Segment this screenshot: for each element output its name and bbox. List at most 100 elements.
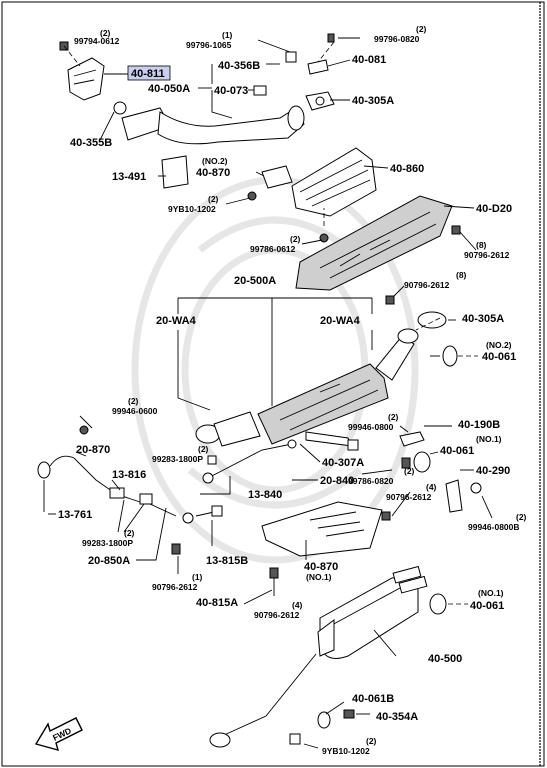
callout-99796-0820-qty: (2) [416,24,427,34]
callout-99786-0820-qty: (2) [404,466,415,476]
callout-40-061-no2-qty: (NO.2) [486,340,512,350]
callout-9YB10-1202-bot-qty: (2) [366,736,377,746]
hose-13-815B-part [149,503,223,555]
callout-40-870-no1: 40-870 [304,561,338,573]
muffler-40-500-part [209,565,447,748]
callout-40-061-no1a-qty: (NO.1) [476,434,502,444]
callout-90796-2612-c-qty: (4) [426,482,437,492]
callout-99946-0600: 99946-0600 [112,406,158,416]
callout-40-073: 40-073 [214,85,248,97]
converter-pipe-20-500A-part [195,328,419,447]
callout-90796-2612-e: 90796-2612 [254,610,300,620]
callout-9YB10-1202-bot: 9YB10-1202 [322,746,370,756]
callout-99946-0800-qty: (2) [388,412,399,422]
callout-40-290: 40-290 [476,465,510,477]
hanger-40-081-part [307,59,329,75]
callout-20-850A: 20-850A [88,555,130,567]
callout-13-761: 13-761 [58,509,92,521]
callout-40-190B: 40-190B [458,419,500,431]
callout-40-870-no2: 40-870 [196,167,230,179]
callout-99946-0800B: 99946-0800B [468,522,520,532]
callout-40-050A: 40-050A [148,83,190,95]
callout-40-305A-mid: 40-305A [462,313,504,325]
callout-20-WA4-left: 20-WA4 [156,315,197,327]
callout-99786-0820: 99786-0820 [348,476,394,486]
callout-90796-2612-a: 90796-2612 [464,250,510,260]
callout-99283-1800P-b-qty: (2) [124,528,135,538]
callout-99283-1800P-a: 99283-1800P [152,454,203,464]
callout-40-354A: 40-354A [376,711,418,723]
callout-40-061-no1a: 40-061 [440,445,474,457]
callout-40-D20: 40-D20 [476,203,512,215]
callout-99786-0612-qty: (2) [290,234,301,244]
callout-99796-1065: 99796-1065 [186,40,232,50]
callout-40-061-no2: 40-061 [482,351,516,363]
callout-40-061-no1b-qty: (NO.1) [478,588,504,598]
callout-90796-2612-d-qty: (1) [192,572,203,582]
callout-99794-0612-qty: (2) [100,28,111,38]
part-labels: (2) 99794-0612 40-811 40-355B (1) 99796-… [58,24,527,756]
callout-40-305A-top: 40-305A [352,95,394,107]
gasket-40-305A-mid-part [417,311,447,329]
highlight-box [127,65,171,81]
callout-99796-1065-qty: (1) [222,30,233,40]
callout-13-491: 13-491 [112,171,146,183]
callout-13-840: 13-840 [248,489,282,501]
bolt-99796-1065-part [285,51,297,63]
callout-90796-2612-b: 90796-2612 [404,280,450,290]
callout-99946-0800: 99946-0800 [348,422,394,432]
leader-lines [43,37,493,749]
callout-9YB10-1202-top: 9YB10-1202 [168,204,216,214]
callout-20-840: 20-840 [320,475,354,487]
heat-shield-40-870-no1-part [261,501,391,579]
converter-40-D20-part [295,195,461,305]
callout-40-307A: 40-307A [322,457,364,469]
gasket-13-491-part [161,155,189,189]
callout-40-061-no1b: 40-061 [470,600,504,612]
callout-40-811[interactable]: 40-811 [131,68,165,80]
callout-90796-2612-c: 90796-2612 [386,492,432,502]
callout-90796-2612-d: 90796-2612 [152,582,198,592]
hanger-40-061-no1a-part [413,451,431,473]
front-pipe-40-050A-part [121,85,305,145]
callout-40-081: 40-081 [352,54,386,66]
callout-40-355B: 40-355B [70,137,112,149]
callout-20-870: 20-870 [76,444,110,456]
bolt-99796-0820-part [327,33,335,43]
callout-99794-0612: 99794-0612 [74,36,120,46]
bracket-40-290-part [445,479,463,513]
callout-99946-0600-qty: (2) [128,396,139,406]
fwd-arrow-icon: FWD [34,717,83,752]
callout-40-815A: 40-815A [196,597,238,609]
callout-99796-0820: 99796-0820 [374,34,420,44]
callout-40-061B: 40-061B [352,693,394,705]
callout-99283-1800P-a-qty: (2) [198,444,209,454]
callout-9YB10-1202-top-qty: (2) [208,194,219,204]
callout-13-815B: 13-815B [206,555,248,567]
bracket-40-870-no2-part [261,165,293,189]
callout-90796-2612-b-qty: (8) [456,270,467,280]
heat-shield-40-811-part [59,41,105,101]
gasket-40-305A-top-part [305,91,335,111]
callout-99946-0800B-qty: (2) [516,512,527,522]
bracket-40-307A-part [305,431,353,447]
callout-90796-2612-e-qty: (4) [292,600,303,610]
heat-shield-40-860-part [291,147,377,217]
callout-40-500: 40-500 [428,653,462,665]
callout-20-WA4-right: 20-WA4 [320,315,361,327]
callout-99283-1800P-b: 99283-1800P [82,538,133,548]
callout-20-500A: 20-500A [234,275,276,287]
callout-40-870-no2-qty: (NO.2) [202,156,228,166]
pipe-13-840-part [202,439,297,484]
hanger-40-190B-part [399,431,425,447]
gasket-40-355B-part [113,101,127,115]
hanger-40-061-no2-part [442,345,458,367]
callout-99786-0612: 99786-0612 [250,244,296,254]
callout-40-356B: 40-356B [218,60,260,72]
callout-40-860: 40-860 [390,163,424,175]
callout-40-870-no1-qty: (NO.1) [306,572,332,582]
callout-13-816: 13-816 [112,469,146,481]
pipe-20-870-part [37,425,153,505]
